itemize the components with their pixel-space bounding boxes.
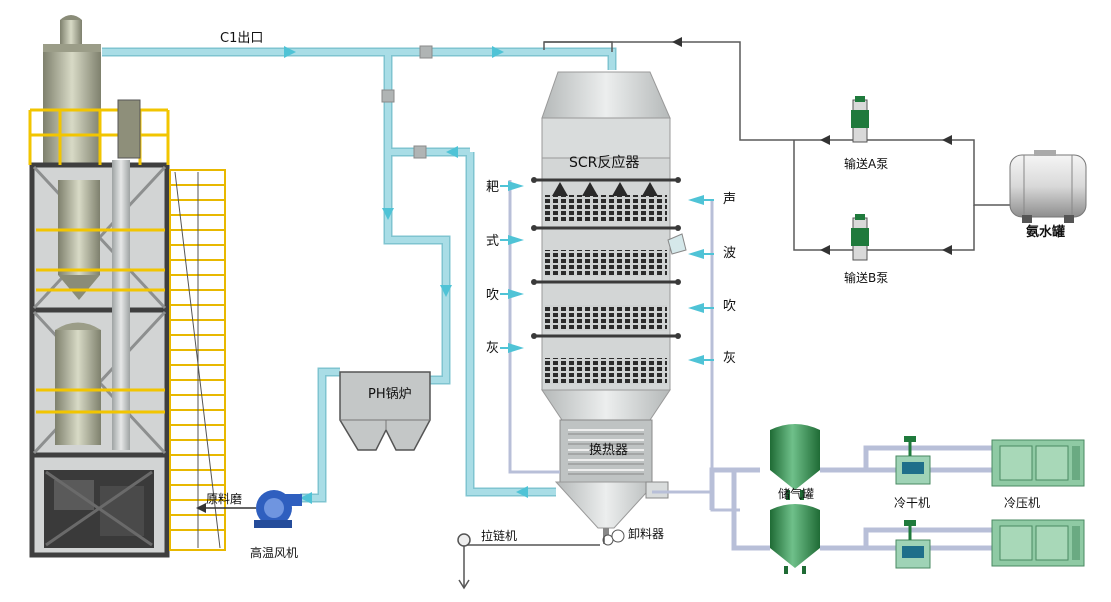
preheater-tower [28,15,226,558]
gas-tank-upper-icon [770,424,820,500]
dryer-label: 冷干机 [894,496,931,510]
scr-reactor [531,71,687,529]
ammonia-tank-icon [1009,150,1087,223]
chain-conveyor [457,533,605,590]
heat-exchanger-label: 换热器 [589,443,629,458]
pump-b-label: 输送B泵 [844,271,889,285]
dryer-lower-icon [895,520,931,569]
rake-blowing-char: 吹 [486,288,500,303]
ph-boiler-label: PH锅炉 [368,387,412,402]
ammonia-tank-label: 氨水罐 [1026,225,1066,240]
unloader-label: 卸料器 [628,527,665,541]
compressor-lower-icon [991,519,1085,567]
gas-tank-label: 储气罐 [778,487,815,501]
ph-boiler [339,371,431,451]
compressor-label: 冷压机 [1004,496,1041,510]
gas-tank-lower-icon [770,504,820,574]
rake-blowing-char: 耙 [486,180,500,195]
rake-blowing-lines [500,180,560,474]
air-lines [709,445,1000,551]
chain-conveyor-label: 拉链机 [481,529,518,543]
dryer-upper-icon [895,436,931,485]
sonic-blowing-char: 波 [723,246,737,261]
sonic-blowing-char: 声 [723,192,737,207]
raw-mill-label: 原料磨 [206,492,243,506]
high-temp-fan-label: 高温风机 [250,546,299,560]
sonic-blowing-char: 吹 [723,299,737,314]
sonic-blowing-char: 灰 [723,351,737,366]
rake-blowing-char: 式 [486,234,500,249]
pump-b-icon [851,214,869,261]
compressor-upper-icon [991,439,1085,487]
scr-reactor-label: SCR反应器 [569,155,640,171]
unloader-icon [602,528,625,546]
rake-blowing-char: 灰 [486,341,500,356]
ammonia-lines [543,41,1010,251]
pump-a-icon [851,96,869,143]
flow-arrows [284,46,504,504]
c1-outlet-label: C1出口 [220,31,264,46]
high-temp-fan-icon [254,490,302,528]
pump-a-label: 输送A泵 [844,157,889,171]
